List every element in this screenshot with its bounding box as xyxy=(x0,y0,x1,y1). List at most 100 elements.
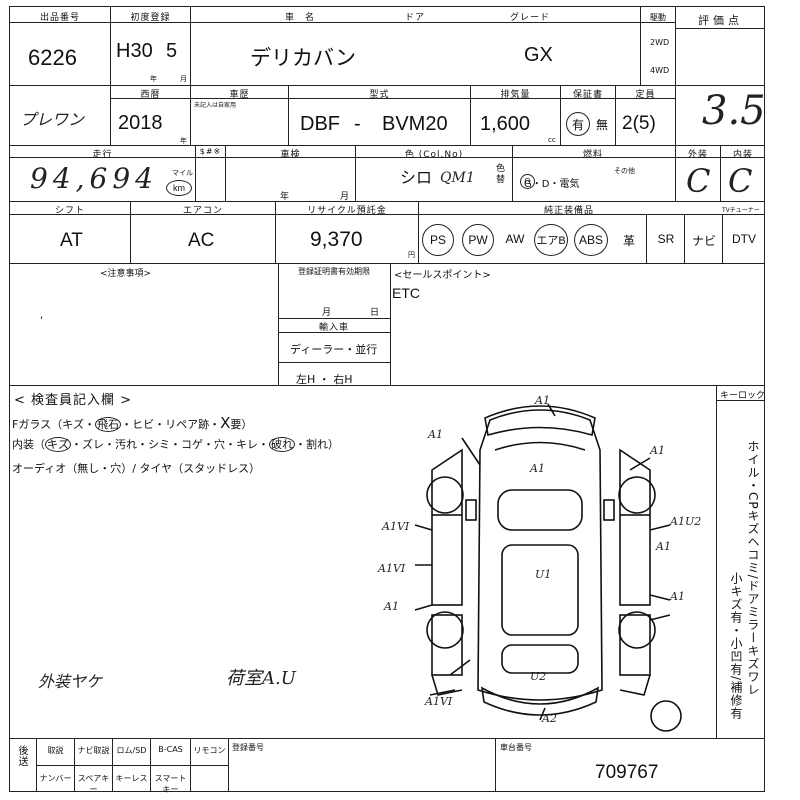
mileage-label: 走行 xyxy=(92,150,113,160)
damage-mark: U2 xyxy=(530,670,546,683)
interior-label: 内装 xyxy=(732,150,753,160)
registration-month-unit: 月 xyxy=(322,308,332,318)
auction-sheet xyxy=(9,6,765,792)
evaluation-label: 評価点 xyxy=(698,14,743,27)
rule-row1 xyxy=(9,85,765,86)
recycle-value: 9,370 xyxy=(310,228,363,251)
right-front-fender xyxy=(619,448,651,515)
equipment-airbag-circled: エアB xyxy=(534,224,568,256)
equipment-leather: 革 xyxy=(622,234,635,248)
front-bumper xyxy=(484,405,596,437)
left-front-fender xyxy=(431,448,463,515)
model-prefix: DBF xyxy=(300,113,340,135)
left-door-rear xyxy=(431,614,463,676)
car-body-outline xyxy=(477,409,603,701)
damage-mark: A1VI xyxy=(424,695,453,708)
equipment-sunroof: SR xyxy=(657,232,675,246)
mileage-value: 94,694 xyxy=(30,162,158,195)
glass-chip-circled: 飛石 xyxy=(95,417,122,432)
rear-bumper xyxy=(480,686,600,716)
right-rear-fender xyxy=(619,674,651,696)
tv-tuner-label: TVチューナー xyxy=(722,207,760,214)
displacement-label: 排気量 xyxy=(500,90,531,100)
grade-value: GX xyxy=(524,44,553,66)
western-year-value: 2018 xyxy=(118,112,163,134)
interior-scratch-circled: キズ xyxy=(45,437,71,452)
keylock-note-scratch: 小キズ有・小凹有/補修有 xyxy=(729,572,743,721)
damage-mark: A1 xyxy=(383,600,399,613)
keylock-note-wheel: ホイル・CPキズヘコミ/ドアミラーキズワレ xyxy=(746,440,760,697)
registration-number-label: 登録番号 xyxy=(232,743,264,752)
import-label: 輸入車 xyxy=(318,323,349,333)
footer-bcas: B-CAS xyxy=(158,745,183,754)
damage-mark: A1 xyxy=(534,394,550,407)
displacement-value: 1,600 xyxy=(480,113,531,135)
history-note: 未記入は自家用 xyxy=(194,102,237,109)
selling-point-label: <セールスポイント> xyxy=(394,270,491,281)
first-registration-label: 初度登録 xyxy=(130,13,171,23)
recycle-unit: 円 xyxy=(408,251,415,259)
rule-row3 xyxy=(9,201,765,202)
mileage-unit-km-circled: km xyxy=(166,180,192,196)
selling-point-value: ETC xyxy=(392,285,420,301)
chassis-number-value: 709767 xyxy=(595,762,659,783)
shift-value: AT xyxy=(60,230,83,251)
inspection-month-unit: 月 xyxy=(340,192,350,202)
meter-swap-label: $#※ xyxy=(199,147,222,156)
damage-mark: A1VI xyxy=(377,562,406,575)
rule-notes xyxy=(9,385,765,386)
fuel-gas-circled: G xyxy=(520,174,535,189)
inspection-label: 車検 xyxy=(280,150,301,160)
roof xyxy=(501,544,579,636)
mileage-unit-mile: マイル xyxy=(172,169,193,177)
keylock-label: キーロック xyxy=(720,391,766,401)
rule-footer xyxy=(9,738,765,739)
footer-navi-manual: ナビ取説 xyxy=(77,746,110,755)
fuel-other-label: その他 xyxy=(614,167,635,175)
windshield xyxy=(497,489,583,531)
damage-mark: A1 xyxy=(529,462,545,475)
exterior-label: 外装 xyxy=(687,150,708,160)
interior-torn-circled: 破れ xyxy=(269,437,295,452)
wheel-rear-left xyxy=(426,611,464,649)
model-value: BVM20 xyxy=(382,113,448,135)
recycle-label: リサイクル預託金 xyxy=(307,206,387,216)
capacity-label: 定員 xyxy=(635,90,656,100)
shift-label: シフト xyxy=(54,206,85,216)
right-door-rear xyxy=(619,614,651,676)
interior-grade: C xyxy=(728,162,753,200)
right-door-front xyxy=(619,514,651,606)
damage-mark: A1 xyxy=(655,540,671,553)
color-value: シロ xyxy=(400,170,433,187)
footer-spare-key: スペアキー xyxy=(77,774,110,794)
equipment-aw: AW xyxy=(505,232,525,246)
damage-mark: A1 xyxy=(669,590,685,603)
mirror-right xyxy=(603,499,615,521)
spare-wheel xyxy=(650,700,682,732)
import-options: ディーラー・並行 xyxy=(290,343,378,356)
hood-line xyxy=(494,441,586,451)
caution-mark: , xyxy=(40,310,44,321)
mirror-left xyxy=(465,499,477,521)
drive-label: 駆動 xyxy=(650,13,666,22)
wheel-front-right xyxy=(618,476,656,514)
left-rear-fender xyxy=(431,674,463,696)
model-dash: - xyxy=(354,113,361,135)
inspector-line-glass: Fガラス（キズ・飛石・ヒビ・リペア跡・X要） xyxy=(12,414,253,432)
rear-window xyxy=(501,644,579,674)
drive-2wd: 2WD xyxy=(650,38,670,47)
handwritten-exterior-note: 外装ヤケ xyxy=(38,672,103,691)
caution-label: <注意事項> xyxy=(100,269,152,279)
footer-manual: 取説 xyxy=(47,746,64,755)
steering-options: 左H ・ 右H xyxy=(296,373,353,386)
color-label: 色 (Col.No) xyxy=(404,150,464,160)
aircon-value: AC xyxy=(188,230,215,251)
car-name-label: 車 名 xyxy=(284,13,315,23)
registration-day-unit: 日 xyxy=(370,308,380,318)
equipment-ps-circled: PS xyxy=(422,224,454,256)
car-name-value: デリカバン xyxy=(250,47,357,70)
rear-send-label: 後送 xyxy=(16,745,27,767)
grade-label: グレード xyxy=(509,13,550,23)
color-code: QM1 xyxy=(440,170,475,186)
fuel-options: G・D・電気 xyxy=(524,179,580,190)
